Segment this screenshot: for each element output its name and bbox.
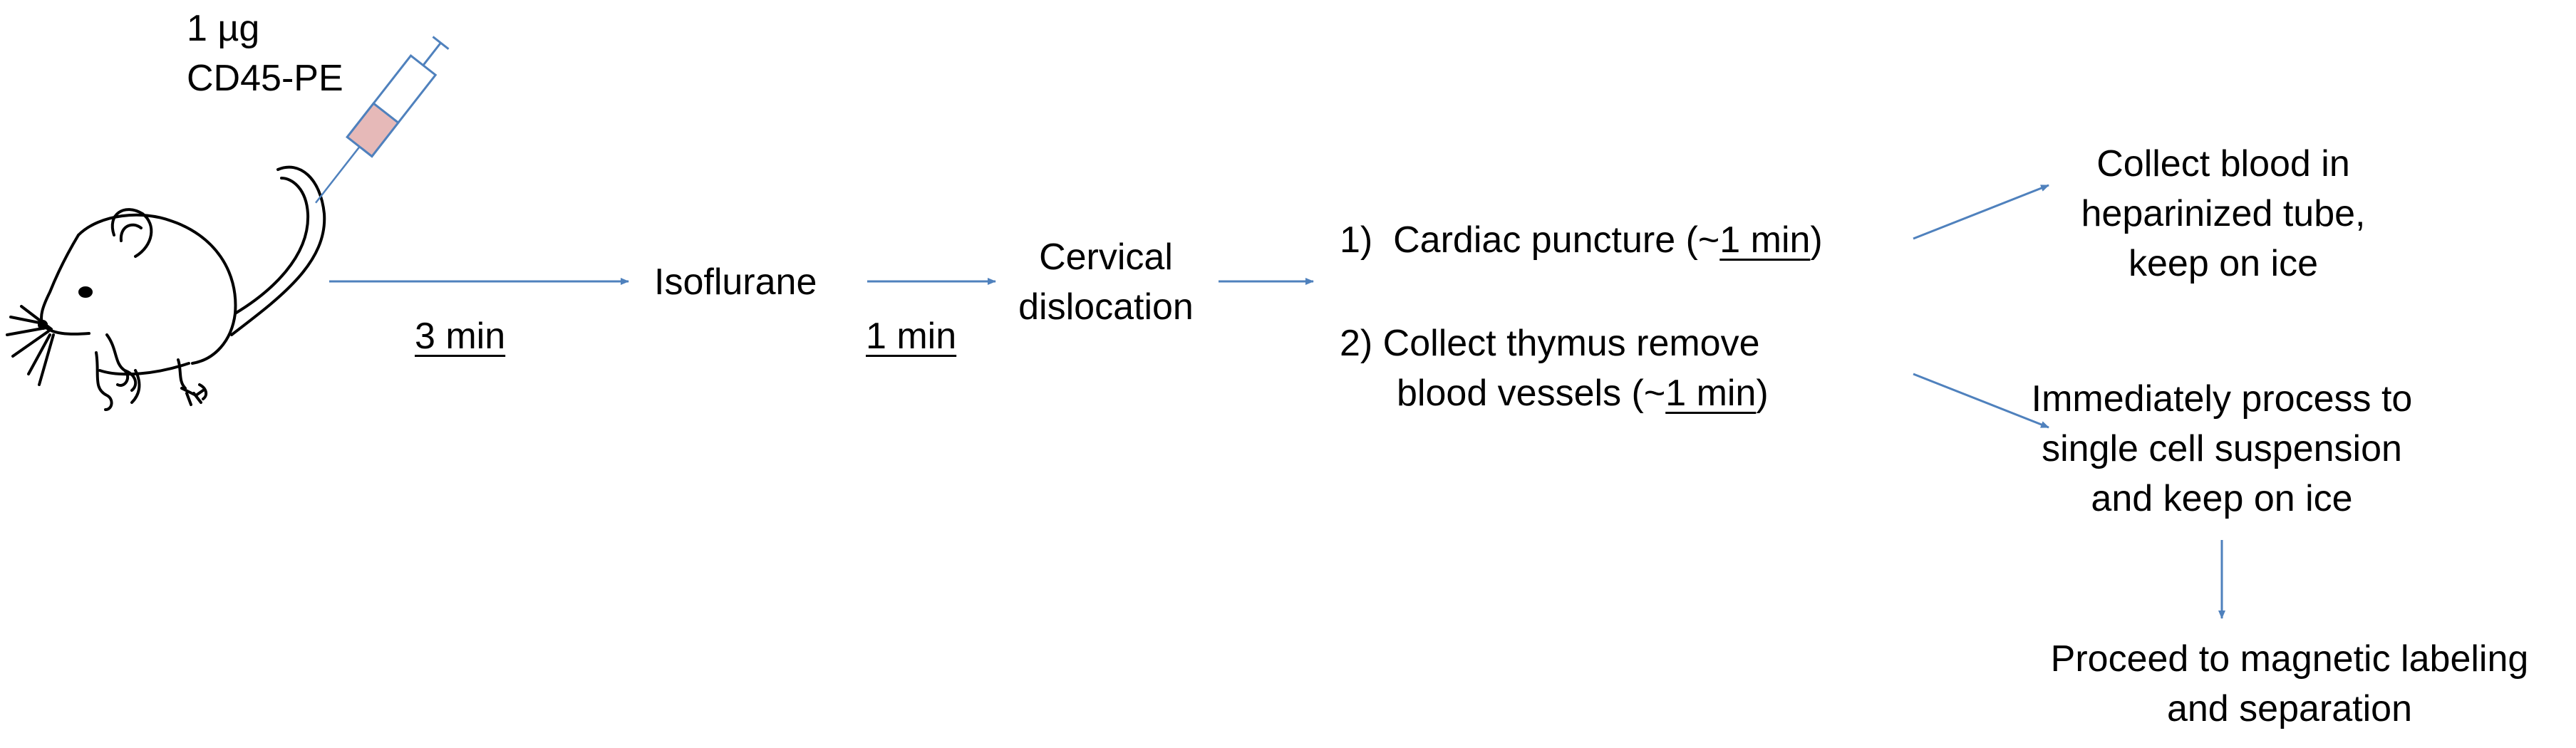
duration-1min: 1 min — [866, 316, 957, 357]
step-cervical-line1: Cervical — [1039, 237, 1173, 278]
branch1-prefix: 1) Cardiac puncture (~ — [1340, 219, 1720, 261]
final-step-line2: and separation — [2166, 688, 2413, 729]
duration-3min: 3 min — [415, 316, 506, 357]
blood-outcome-line2: heparinized tube, — [2081, 193, 2366, 234]
blood-outcome: Collect blood in heparinized tube, keep … — [2009, 139, 2437, 289]
step-cervical-dislocation: Cervical dislocation — [999, 232, 1213, 332]
step-cervical-line2: dislocation — [1018, 286, 1194, 328]
injection-antibody: CD45-PE — [187, 58, 343, 99]
final-step-line1: Proceed to magnetic labeling — [2050, 638, 2529, 680]
syringe-illustration — [315, 36, 450, 204]
branch2-line2-prefix: blood vessels (~ — [1397, 373, 1666, 414]
injection-dose: 1 µg — [187, 8, 260, 49]
branch2-line2: blood vessels (~1 min) — [1340, 368, 1769, 418]
thymus-outcome-line3: and keep on ice — [2091, 478, 2353, 519]
arrow-cardiac-to-blood — [1913, 184, 2049, 240]
branch2-time: 1 min — [1665, 373, 1757, 414]
injection-label: 1 µg CD45-PE — [187, 4, 343, 103]
arrow-thymus-to-processing — [1913, 373, 2049, 429]
branch1-suffix: ) — [1810, 219, 1823, 261]
thymus-outcome-line2: single cell suspension — [2042, 428, 2402, 469]
blood-outcome-line1: Collect blood in — [2096, 143, 2350, 185]
branch1-time: 1 min — [1719, 219, 1811, 261]
blood-outcome-line3: keep on ice — [2128, 243, 2318, 284]
thymus-outcome: Immediately process to single cell suspe… — [1994, 374, 2450, 524]
mouse-illustration — [6, 165, 326, 411]
step-isoflurane: Isoflurane — [654, 261, 817, 303]
branch-cardiac-puncture: 1) Cardiac puncture (~1 min) — [1340, 215, 1823, 265]
branch2-suffix: ) — [1756, 373, 1769, 414]
branch-thymus-collection: 2) Collect thymus remove blood vessels (… — [1340, 318, 1769, 418]
final-step: Proceed to magnetic labeling and separat… — [2008, 634, 2571, 734]
branch2-line1: 2) Collect thymus remove — [1340, 323, 1760, 364]
thymus-outcome-line1: Immediately process to — [2031, 378, 2413, 420]
